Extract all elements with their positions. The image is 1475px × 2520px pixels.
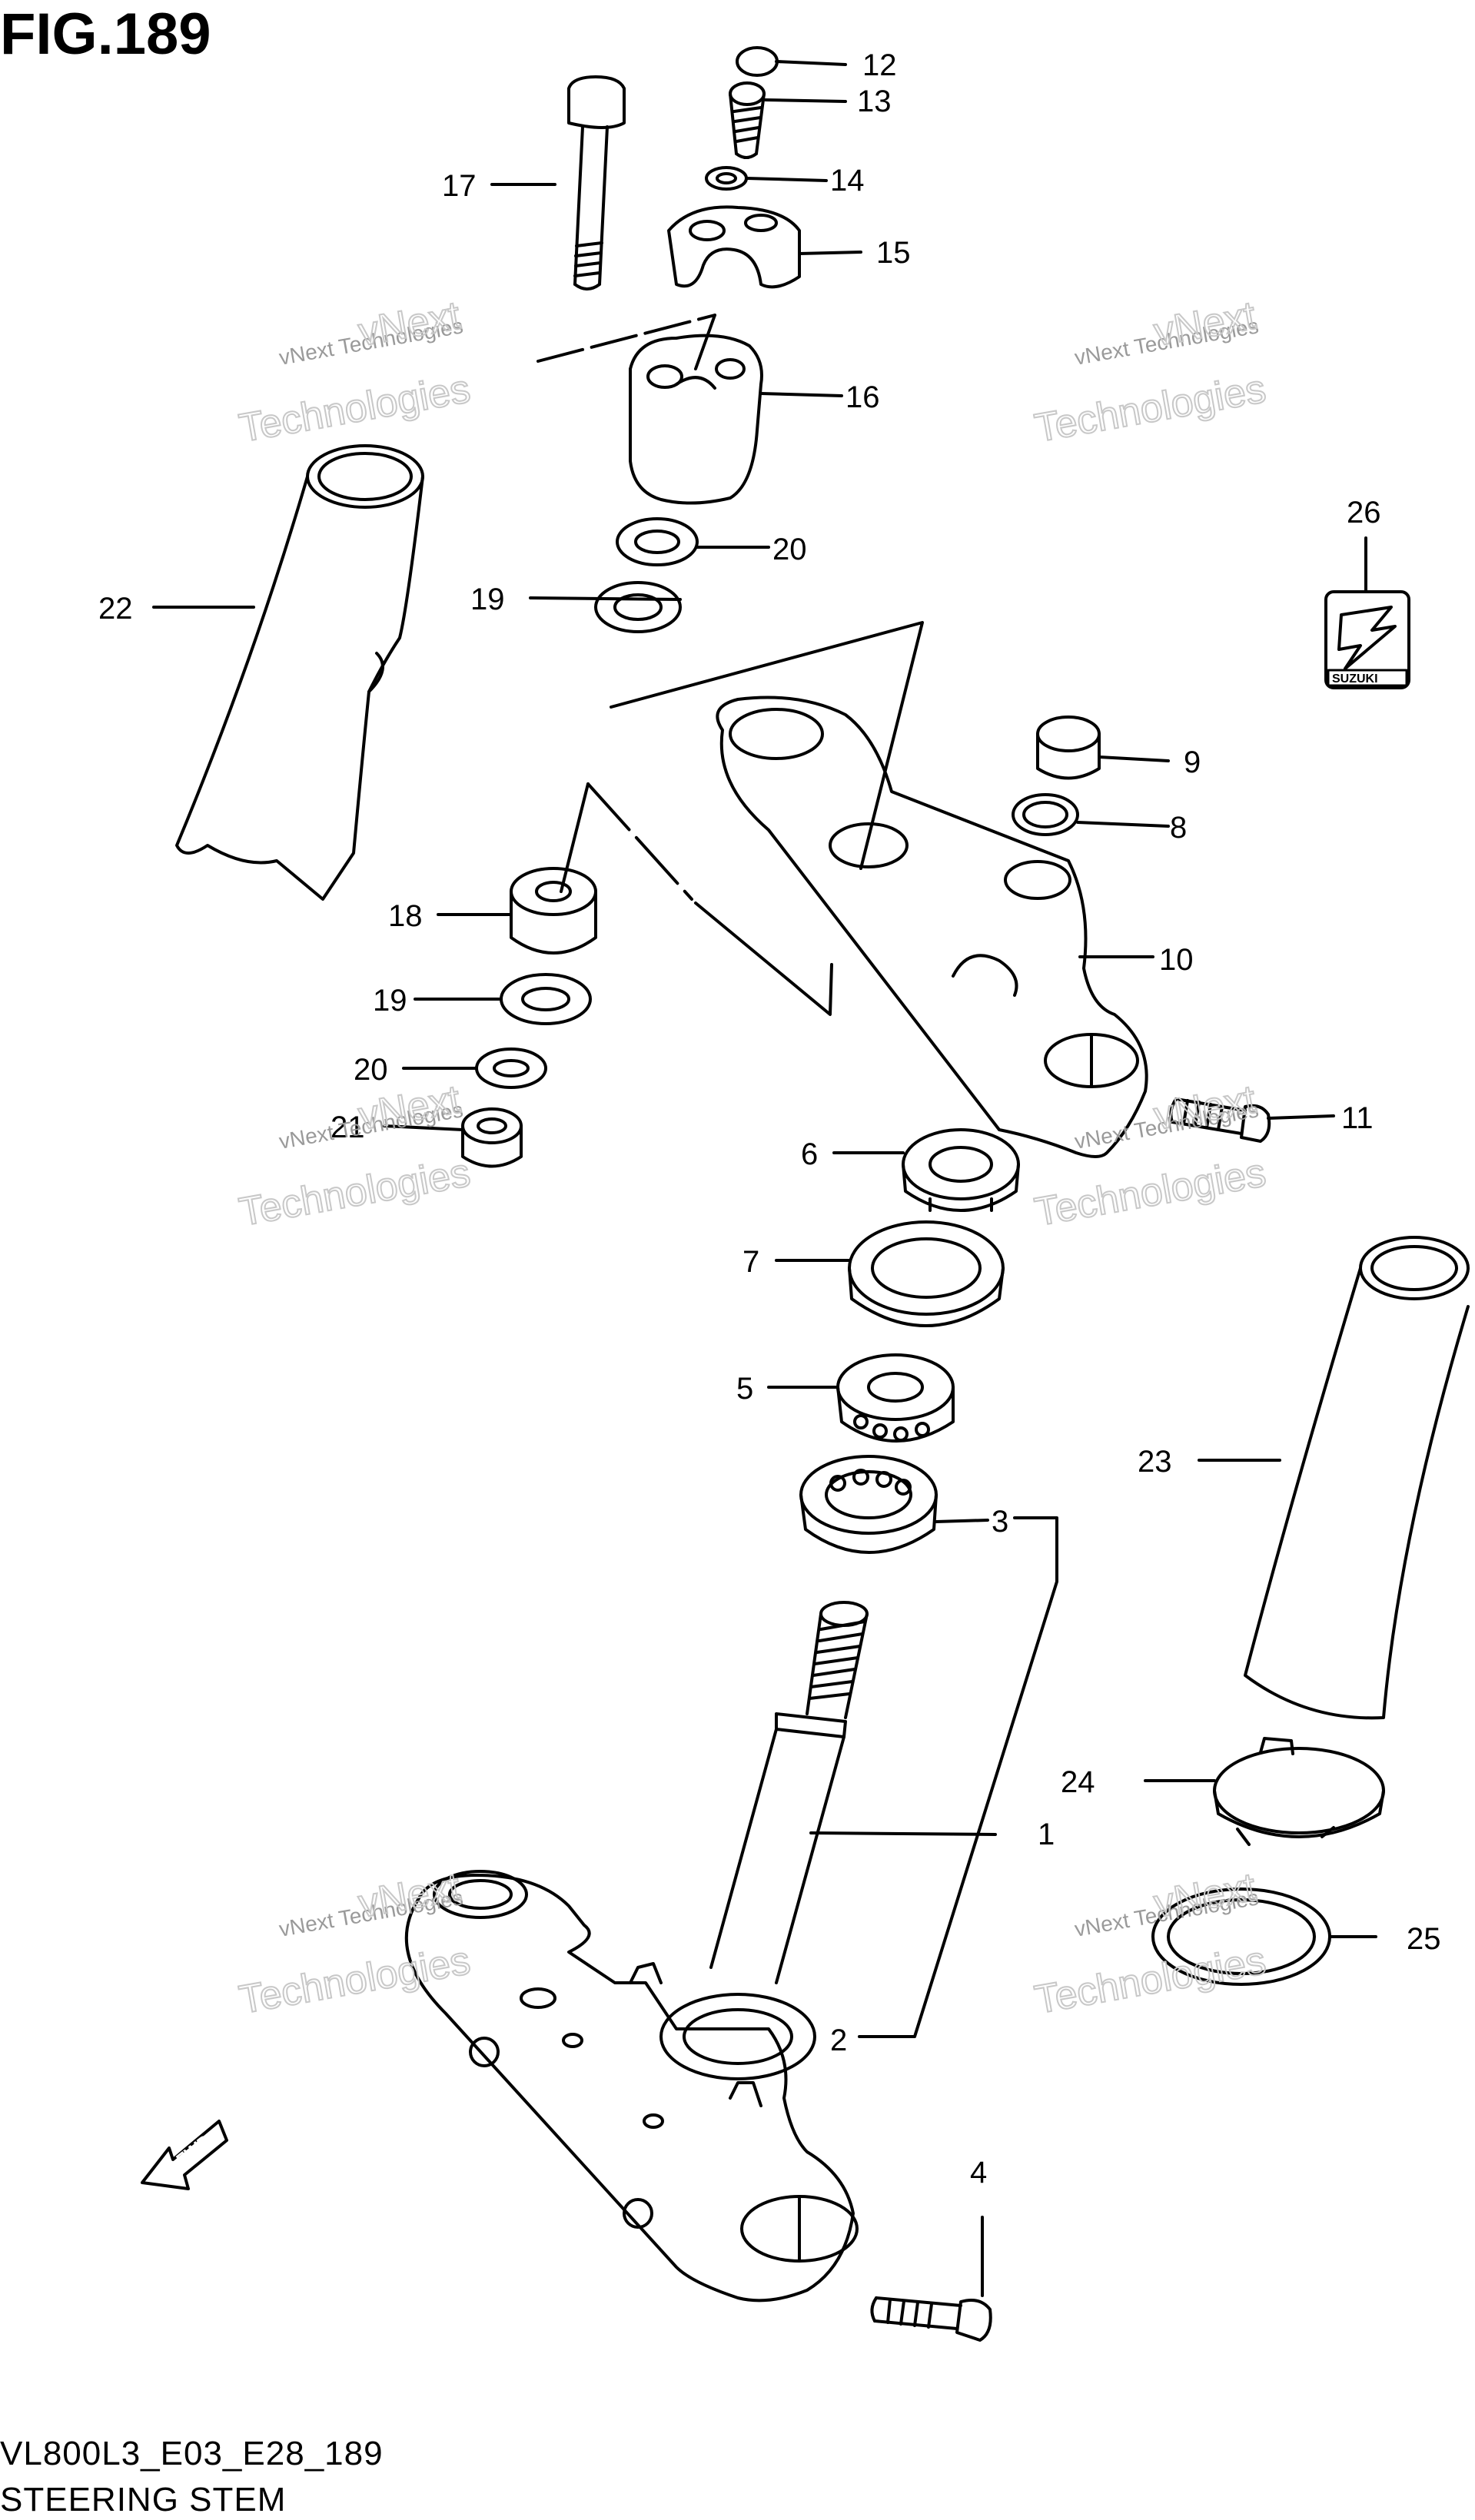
callout-2[interactable]: 2 [830, 2024, 847, 2057]
callout-1[interactable]: 1 [1038, 1818, 1055, 1851]
part-1-steering-stem[interactable] [709, 1601, 869, 1984]
lower-bracket[interactable] [404, 1870, 859, 2303]
callout-18[interactable]: 18 [388, 899, 423, 933]
callout-22[interactable]: 22 [98, 592, 133, 626]
callout-10[interactable]: 10 [1159, 943, 1194, 977]
part-13-bolt[interactable] [729, 81, 766, 159]
watermark-outline: Technologies [1032, 1938, 1269, 2023]
callout-20-upper[interactable]: 20 [772, 533, 807, 566]
part-20-washer-upper[interactable] [616, 517, 699, 566]
part-8-washer[interactable] [1012, 793, 1079, 836]
part-23-fork-cover-right[interactable] [1244, 1236, 1470, 1720]
watermark-outline: vNext [355, 294, 464, 355]
part-6-steering-nut[interactable] [902, 1128, 1020, 1212]
callout-17[interactable]: 17 [442, 169, 477, 203]
part-14-washer[interactable] [705, 166, 748, 191]
callout-26[interactable]: 26 [1347, 496, 1381, 530]
watermark-outline: Technologies [236, 1150, 473, 1235]
part-22-fork-cover-left[interactable] [175, 444, 424, 901]
part-4-bolt[interactable] [870, 2296, 992, 2342]
part-11-bolt[interactable] [1169, 1097, 1271, 1143]
part-19-cushion-lower[interactable] [500, 973, 592, 1025]
part-2-seal[interactable] [659, 1993, 816, 2080]
figure-name: STEERING STEM [0, 2481, 287, 2518]
part-10-upper-bracket[interactable] [716, 696, 1148, 1158]
figure-title: FIG.189 [0, 2, 211, 67]
part-18-spacer[interactable] [510, 867, 597, 955]
callout-16[interactable]: 16 [845, 380, 880, 414]
callout-3[interactable]: 3 [992, 1505, 1008, 1539]
figure-code: VL800L3_E03_E28_189 [0, 2435, 384, 2472]
watermark-outline: Technologies [1032, 1150, 1269, 1235]
callout-19-lower[interactable]: 19 [373, 984, 407, 1018]
callout-23[interactable]: 23 [1138, 1445, 1172, 1479]
callout-5[interactable]: 5 [736, 1372, 753, 1406]
part-7-dust-seal[interactable] [848, 1220, 1005, 1327]
callout-15[interactable]: 15 [876, 236, 911, 270]
part-20-washer-lower[interactable] [475, 1048, 547, 1089]
callout-25[interactable]: 25 [1407, 1922, 1441, 1956]
fwd-label: FWD [172, 2130, 214, 2170]
watermark-outline: vNext [1151, 1865, 1260, 1927]
callout-6[interactable]: 6 [801, 1137, 818, 1171]
part-19-cushion-upper[interactable] [594, 581, 682, 633]
callout-14[interactable]: 14 [830, 164, 865, 198]
watermark-outline: Technologies [236, 1938, 473, 2023]
watermark-outline: Technologies [1032, 367, 1269, 451]
callout-4[interactable]: 4 [970, 2156, 987, 2190]
watermark-outline: vNext [1151, 294, 1260, 355]
callout-12[interactable]: 12 [862, 48, 897, 82]
callout-21[interactable]: 21 [331, 1111, 365, 1144]
callout-7[interactable]: 7 [742, 1245, 759, 1279]
part-16-lower-holder[interactable] [629, 334, 763, 505]
watermark-outline: Technologies [236, 367, 473, 451]
part-24-ring-nut[interactable] [1213, 1737, 1385, 1846]
part-21-nut[interactable] [461, 1107, 523, 1168]
part-15-upper-holder[interactable] [667, 205, 801, 289]
watermark-outline-group: Technologies Technologies Technologies T… [235, 293, 1270, 2024]
part-3-bearing-lower[interactable] [799, 1455, 938, 1554]
part-9-nut[interactable] [1036, 715, 1101, 780]
fwd-arrow-icon [141, 2120, 228, 2190]
callout-13[interactable]: 13 [857, 85, 892, 118]
part-5-bearing-upper[interactable] [836, 1353, 955, 1443]
callout-24[interactable]: 24 [1061, 1765, 1095, 1799]
watermark-outline: vNext [355, 1865, 464, 1927]
part-17-long-bolt[interactable] [567, 75, 626, 291]
callout-11[interactable]: 11 [1341, 1101, 1374, 1135]
callout-19-upper[interactable]: 19 [470, 583, 505, 616]
emblem-text: SUZUKI [1332, 672, 1378, 686]
part-12-cap[interactable] [736, 46, 779, 77]
callout-20-lower[interactable]: 20 [354, 1053, 388, 1087]
callout-8[interactable]: 8 [1170, 811, 1187, 845]
callout-9[interactable]: 9 [1184, 745, 1201, 779]
